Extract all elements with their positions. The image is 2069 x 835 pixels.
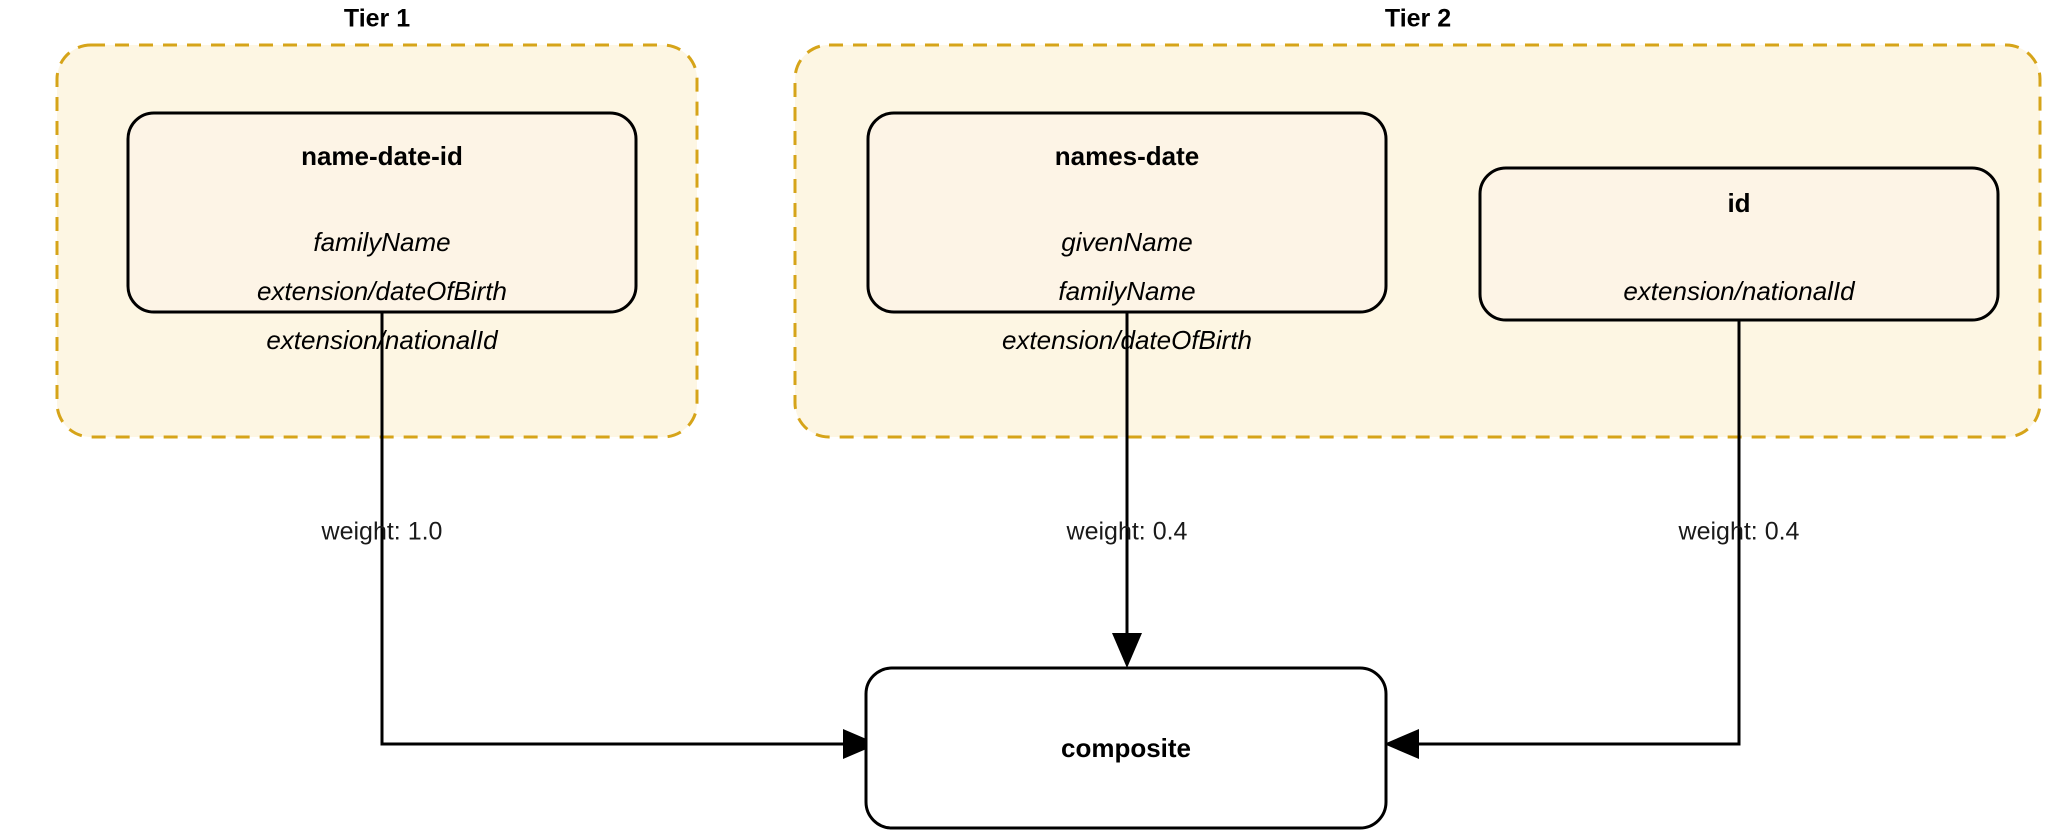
node-id[interactable]: id extension/nationalId xyxy=(1478,166,2000,322)
node-names-date-field-1: familyName xyxy=(1058,276,1195,306)
node-names-date[interactable]: names-date givenName familyName extensio… xyxy=(866,111,1388,355)
node-id-field-0: extension/nationalId xyxy=(1623,276,1856,306)
node-composite-title: composite xyxy=(1061,733,1191,763)
tier-1-group[interactable]: Tier 1 name-date-id familyName extension… xyxy=(55,5,699,439)
edge-1-arrowhead xyxy=(843,729,878,759)
edge-1-weight-label: weight: 1.0 xyxy=(321,518,443,546)
node-name-date-id[interactable]: name-date-id familyName extension/dateOf… xyxy=(126,111,638,355)
tier-2-label: Tier 2 xyxy=(1385,5,1451,33)
edge-1-line xyxy=(380,312,853,746)
node-composite[interactable]: composite xyxy=(864,666,1388,830)
node-name-date-id-title: name-date-id xyxy=(301,141,463,171)
node-names-date-title: names-date xyxy=(1055,141,1200,171)
node-composite-box[interactable] xyxy=(864,666,1388,830)
tier-2-group[interactable]: Tier 2 names-date givenName familyName e… xyxy=(793,5,2042,439)
edge-3-weight-label: weight: 0.4 xyxy=(1678,518,1800,546)
node-name-date-id-field-0: familyName xyxy=(313,227,450,257)
edge-2-weight-label: weight: 0.4 xyxy=(1066,518,1188,546)
edge-name-date-id-to-composite[interactable]: weight: 1.0 xyxy=(321,312,878,759)
tier-1-label: Tier 1 xyxy=(344,5,410,33)
edge-3-line xyxy=(1410,320,1741,746)
edge-2-arrowhead xyxy=(1112,633,1142,668)
edge-names-date-to-composite[interactable]: weight: 0.4 xyxy=(1066,312,1188,668)
node-name-date-id-field-1: extension/dateOfBirth xyxy=(257,276,507,306)
edge-id-to-composite[interactable]: weight: 0.4 xyxy=(1384,320,1800,759)
edge-3-arrowhead xyxy=(1384,729,1419,759)
node-names-date-field-0: givenName xyxy=(1061,227,1193,257)
node-id-title: id xyxy=(1727,188,1750,218)
